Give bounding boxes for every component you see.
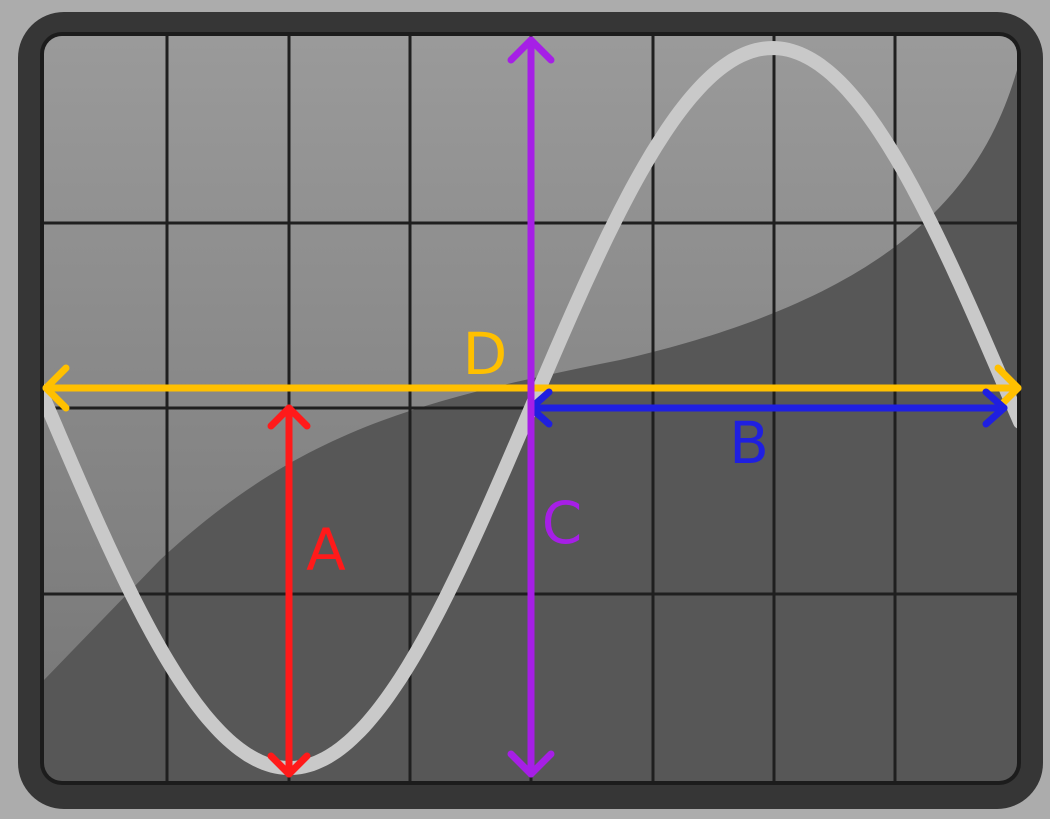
label-a: A	[306, 516, 346, 584]
label-b: B	[729, 409, 769, 477]
arrow-c	[507, 36, 555, 778]
arrow-a	[267, 404, 311, 778]
label-c: C	[542, 489, 583, 557]
label-d: D	[463, 320, 508, 388]
